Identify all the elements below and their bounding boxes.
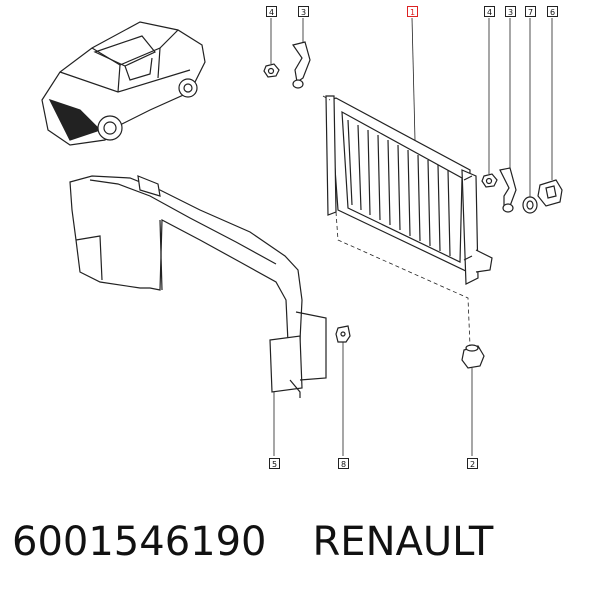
radiator bbox=[325, 95, 493, 285]
nut-right bbox=[481, 173, 498, 188]
brand-name: RENAULT bbox=[312, 519, 494, 565]
callout-nut-left: 4 bbox=[266, 6, 277, 17]
clip bbox=[335, 325, 351, 343]
part-number: 6001546190 bbox=[12, 519, 267, 565]
callout-bracket-right: 3 bbox=[505, 6, 516, 17]
callout-radiator: 1 bbox=[407, 6, 418, 17]
callout-air-deflector: 5 bbox=[269, 458, 280, 469]
washer bbox=[522, 196, 538, 214]
bracket-right bbox=[499, 167, 517, 213]
callout-plug: 6 bbox=[547, 6, 558, 17]
part-caption: 6001546190 RENAULT bbox=[12, 512, 493, 572]
nut-left bbox=[263, 63, 280, 78]
callout-bracket-left: 3 bbox=[298, 6, 309, 17]
car-illustration bbox=[41, 21, 206, 146]
callout-washer: 7 bbox=[525, 6, 536, 17]
callout-clip: 8 bbox=[338, 458, 349, 469]
air-deflector bbox=[69, 175, 327, 398]
callout-nut-right: 4 bbox=[484, 6, 495, 17]
leader-lines bbox=[270, 17, 553, 456]
callout-rubber-mount: 2 bbox=[467, 458, 478, 469]
plug bbox=[537, 179, 563, 207]
rubber-mount bbox=[461, 344, 485, 369]
exploded-view-drawing bbox=[41, 17, 563, 456]
bracket-left bbox=[292, 41, 311, 89]
parts-diagram: 4 3 1 4 3 7 6 5 8 2 bbox=[41, 6, 563, 469]
